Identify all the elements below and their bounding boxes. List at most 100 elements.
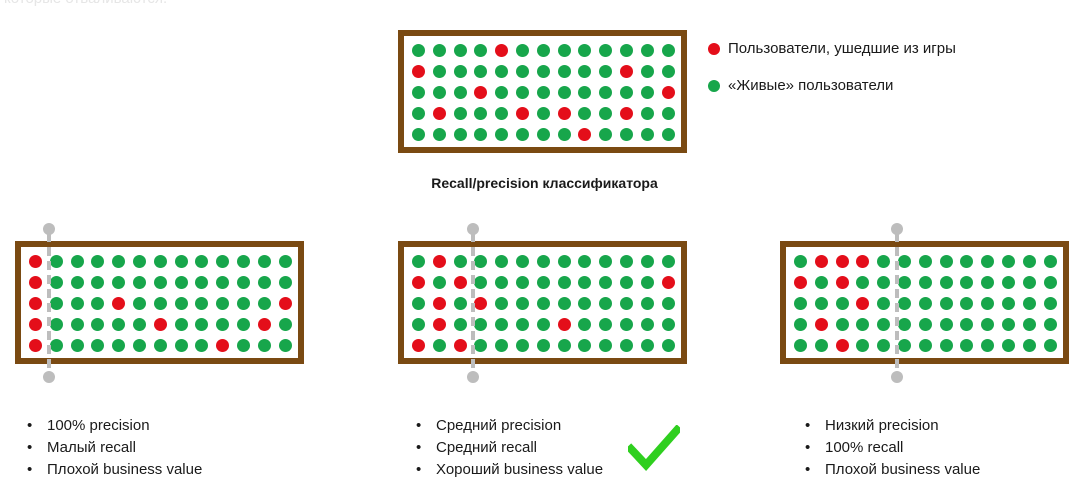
- active-user-dot: [1043, 255, 1057, 268]
- active-user-dot: [195, 255, 209, 268]
- active-user-dot: [557, 65, 571, 78]
- active-user-dot: [153, 339, 167, 352]
- active-user-dot: [91, 276, 105, 289]
- active-user-dot: [794, 318, 807, 331]
- active-user-dot: [981, 255, 995, 268]
- churned-user-dot: [432, 297, 446, 310]
- active-user-dot: [1022, 276, 1036, 289]
- active-user-dot: [195, 297, 209, 310]
- active-user-dot: [70, 297, 84, 310]
- active-user-dot: [278, 255, 292, 268]
- active-user-dot: [578, 86, 592, 99]
- active-user-dot: [432, 44, 446, 57]
- threshold-dash: [46, 331, 51, 340]
- active-user-dot: [599, 276, 613, 289]
- active-user-dot: [620, 255, 633, 268]
- threshold-dash: [471, 303, 476, 312]
- active-user-dot: [620, 86, 633, 99]
- active-user-dot: [516, 297, 529, 310]
- active-user-dot: [557, 86, 571, 99]
- active-user-dot: [133, 297, 146, 310]
- threshold-dash: [471, 359, 476, 368]
- churned-user-dot: [453, 276, 467, 289]
- active-user-dot: [453, 128, 467, 141]
- active-user-dot: [257, 339, 271, 352]
- active-user-dot: [195, 339, 209, 352]
- churned-user-dot: [661, 86, 675, 99]
- active-user-dot: [474, 255, 488, 268]
- active-user-dot: [661, 128, 675, 141]
- active-user-dot: [474, 318, 488, 331]
- threshold-dash: [895, 317, 899, 326]
- threshold-dash: [471, 345, 476, 354]
- active-user-dot: [195, 318, 209, 331]
- churned-user-dot: [257, 318, 271, 331]
- churned-user-dot: [29, 339, 42, 352]
- active-user-dot: [640, 276, 654, 289]
- active-user-dot: [432, 86, 446, 99]
- active-user-dot: [939, 339, 953, 352]
- active-user-dot: [877, 318, 891, 331]
- bullet-item: Плохой business value: [27, 459, 202, 481]
- churned-user-dot: [216, 339, 230, 352]
- active-user-dot: [794, 297, 807, 310]
- active-user-dot: [516, 65, 529, 78]
- bullet-item: Хороший business value: [416, 459, 603, 481]
- active-user-dot: [174, 255, 188, 268]
- active-user-dot: [216, 255, 230, 268]
- churned-user-dot: [557, 107, 571, 120]
- active-user-dot: [599, 107, 613, 120]
- active-user-dot: [49, 297, 63, 310]
- churned-user-dot: [578, 128, 592, 141]
- threshold-dash: [46, 359, 51, 368]
- active-user-dot: [939, 255, 953, 268]
- active-user-dot: [620, 318, 633, 331]
- active-user-dot: [939, 297, 953, 310]
- active-user-dot: [578, 255, 592, 268]
- active-user-dot: [216, 276, 230, 289]
- threshold-dash: [471, 247, 476, 256]
- active-user-dot: [960, 276, 974, 289]
- active-user-dot: [536, 86, 550, 99]
- threshold-dash: [895, 359, 899, 368]
- active-user-dot: [599, 44, 613, 57]
- active-user-dot: [1043, 339, 1057, 352]
- active-user-dot: [536, 128, 550, 141]
- active-user-dot: [856, 339, 870, 352]
- active-user-dot: [432, 276, 446, 289]
- active-user-dot: [495, 255, 509, 268]
- active-user-dot: [557, 297, 571, 310]
- active-user-dot: [474, 276, 488, 289]
- threshold-knob-top: [891, 223, 903, 235]
- active-user-dot: [536, 339, 550, 352]
- legend-active: «Живые» пользователи: [708, 77, 893, 94]
- active-user-dot: [981, 297, 995, 310]
- active-user-dot: [153, 255, 167, 268]
- active-user-dot: [495, 107, 509, 120]
- active-user-dot: [453, 65, 467, 78]
- threshold-knob-bottom: [42, 371, 55, 383]
- active-user-dot: [640, 255, 654, 268]
- active-user-dot: [814, 339, 828, 352]
- churned-user-dot: [453, 339, 467, 352]
- churned-user-dot: [29, 297, 42, 310]
- churned-user-dot: [112, 297, 126, 310]
- active-user-dot: [516, 255, 529, 268]
- active-user-dot: [939, 318, 953, 331]
- active-user-dot: [898, 339, 911, 352]
- threshold-dash: [471, 233, 476, 242]
- threshold-line-3: [891, 223, 903, 383]
- active-user-dot: [91, 318, 105, 331]
- threshold-dash: [471, 331, 476, 340]
- bullet-item: 100% recall: [805, 437, 980, 459]
- legend-active-label: «Живые» пользователи: [728, 77, 894, 94]
- active-user-dot: [453, 107, 467, 120]
- active-user-dot: [278, 276, 292, 289]
- active-user-dot: [1002, 339, 1015, 352]
- churned-user-dot: [814, 318, 828, 331]
- active-user-dot: [257, 255, 271, 268]
- active-user-dot: [112, 339, 126, 352]
- active-user-dot: [599, 339, 613, 352]
- threshold-dash: [46, 275, 51, 284]
- active-user-dot: [620, 339, 633, 352]
